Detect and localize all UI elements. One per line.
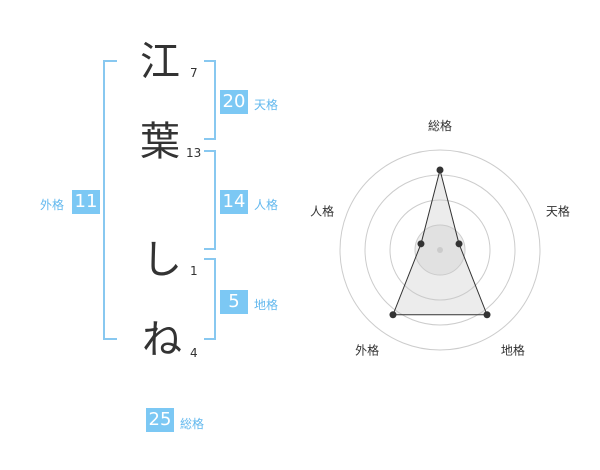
radar-ring-2 <box>389 199 491 301</box>
tenkaku-bracket <box>204 60 216 140</box>
name-char-2: 葉 <box>140 119 180 165</box>
radar-series-area <box>392 169 488 316</box>
tenkaku-label: 天格 <box>254 98 279 112</box>
stroke-count-3: 1 <box>190 264 198 278</box>
jinkaku-label: 人格 <box>254 198 279 212</box>
name-char-1: 江 <box>140 39 180 85</box>
soukaku-label: 総格 <box>180 417 205 431</box>
stroke-count-1: 7 <box>190 66 198 80</box>
radar-point-4 <box>389 311 397 319</box>
name-char-4: ね <box>142 317 182 363</box>
radar-axis-label-1: 総格 <box>428 118 452 133</box>
radar-axis-label-2: 天格 <box>546 204 570 219</box>
radar-ring-3 <box>364 174 516 326</box>
jinkaku-badge: 14 <box>220 190 248 214</box>
radar-axis-label-3: 地格 <box>501 342 525 357</box>
soukaku-badge: 25 <box>146 408 174 432</box>
chikaku-badge: 5 <box>220 290 248 314</box>
radar-point-1 <box>436 166 444 174</box>
stroke-count-2: 13 <box>186 146 202 160</box>
radar-center-dot <box>437 247 443 253</box>
gaikaku-bracket <box>103 60 117 340</box>
name-char-3: し <box>142 237 182 283</box>
chikaku-label: 地格 <box>254 298 279 312</box>
gaikaku-badge: 11 <box>72 190 100 214</box>
jinkaku-bracket <box>204 150 216 250</box>
radar-point-3 <box>483 311 491 319</box>
radar-ring-4 <box>339 149 541 351</box>
gaikaku-label: 外格 <box>40 198 65 212</box>
radar-point-2 <box>455 240 463 248</box>
radar-ring-1 <box>414 224 466 276</box>
radar-axis-label-4: 外格 <box>355 342 379 357</box>
radar-point-5 <box>417 240 425 248</box>
radar-axis-label-5: 人格 <box>310 204 334 219</box>
chikaku-bracket <box>204 258 216 340</box>
stroke-count-4: 4 <box>190 346 198 360</box>
tenkaku-badge: 20 <box>220 90 248 114</box>
